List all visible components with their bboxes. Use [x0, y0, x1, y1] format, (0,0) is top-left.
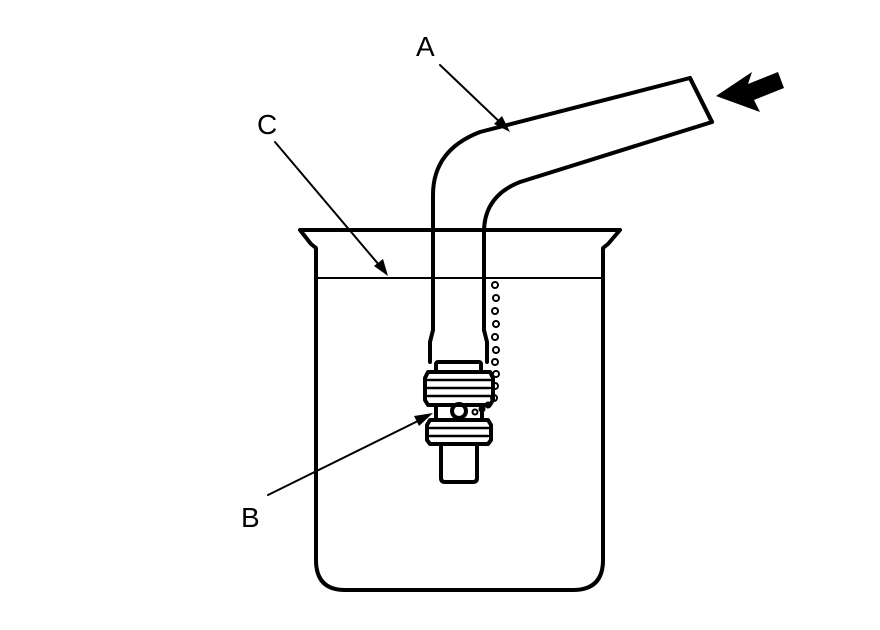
- label-a: A: [416, 31, 435, 62]
- label-c: C: [257, 109, 277, 140]
- leader-lines: [267, 64, 510, 496]
- arrow-left-icon: [716, 72, 784, 112]
- beaker: [298, 228, 622, 592]
- valve-fitting: [423, 360, 495, 484]
- air-bubbles: [471, 281, 500, 416]
- label-b: B: [241, 502, 260, 533]
- hose: [428, 76, 714, 364]
